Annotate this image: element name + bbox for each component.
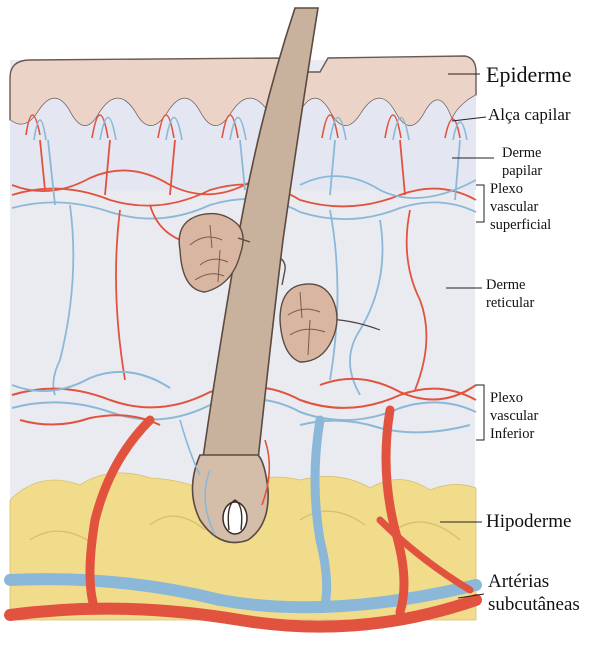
dermal-papilla: [223, 502, 247, 534]
label-derme-reticular: Derme reticular: [486, 276, 534, 312]
label-arterias-subcutaneas: Artérias subcutâneas: [488, 571, 580, 617]
label-hipoderme: Hipoderme: [486, 512, 571, 532]
label-alca-capilar: Alça capilar: [488, 106, 571, 124]
label-plexo-inferior-line-1: Plexo: [490, 389, 538, 407]
label-plexo-inferior-line-3: Inferior: [490, 425, 538, 443]
label-plexo-superficial-line-2: vascular: [490, 198, 551, 216]
label-plexo-inferior: Plexo vascular Inferior: [490, 389, 538, 443]
label-plexo-superficial-line-3: superficial: [490, 216, 551, 234]
label-derme-papilar: Derme papilar: [502, 144, 542, 180]
label-plexo-superficial: Plexo vascular superficial: [490, 180, 551, 234]
label-epiderme: Epiderme: [486, 63, 572, 86]
label-arterias-line-1: Artérias: [488, 571, 580, 594]
label-derme-papilar-line-1: Derme: [502, 144, 542, 162]
label-plexo-superficial-line-1: Plexo: [490, 180, 551, 198]
label-derme-reticular-line-1: Derme: [486, 276, 534, 294]
label-plexo-inferior-line-2: vascular: [490, 407, 538, 425]
label-arterias-line-2: subcutâneas: [488, 594, 580, 617]
label-derme-papilar-line-2: papilar: [502, 162, 542, 180]
label-derme-reticular-line-2: reticular: [486, 294, 534, 312]
